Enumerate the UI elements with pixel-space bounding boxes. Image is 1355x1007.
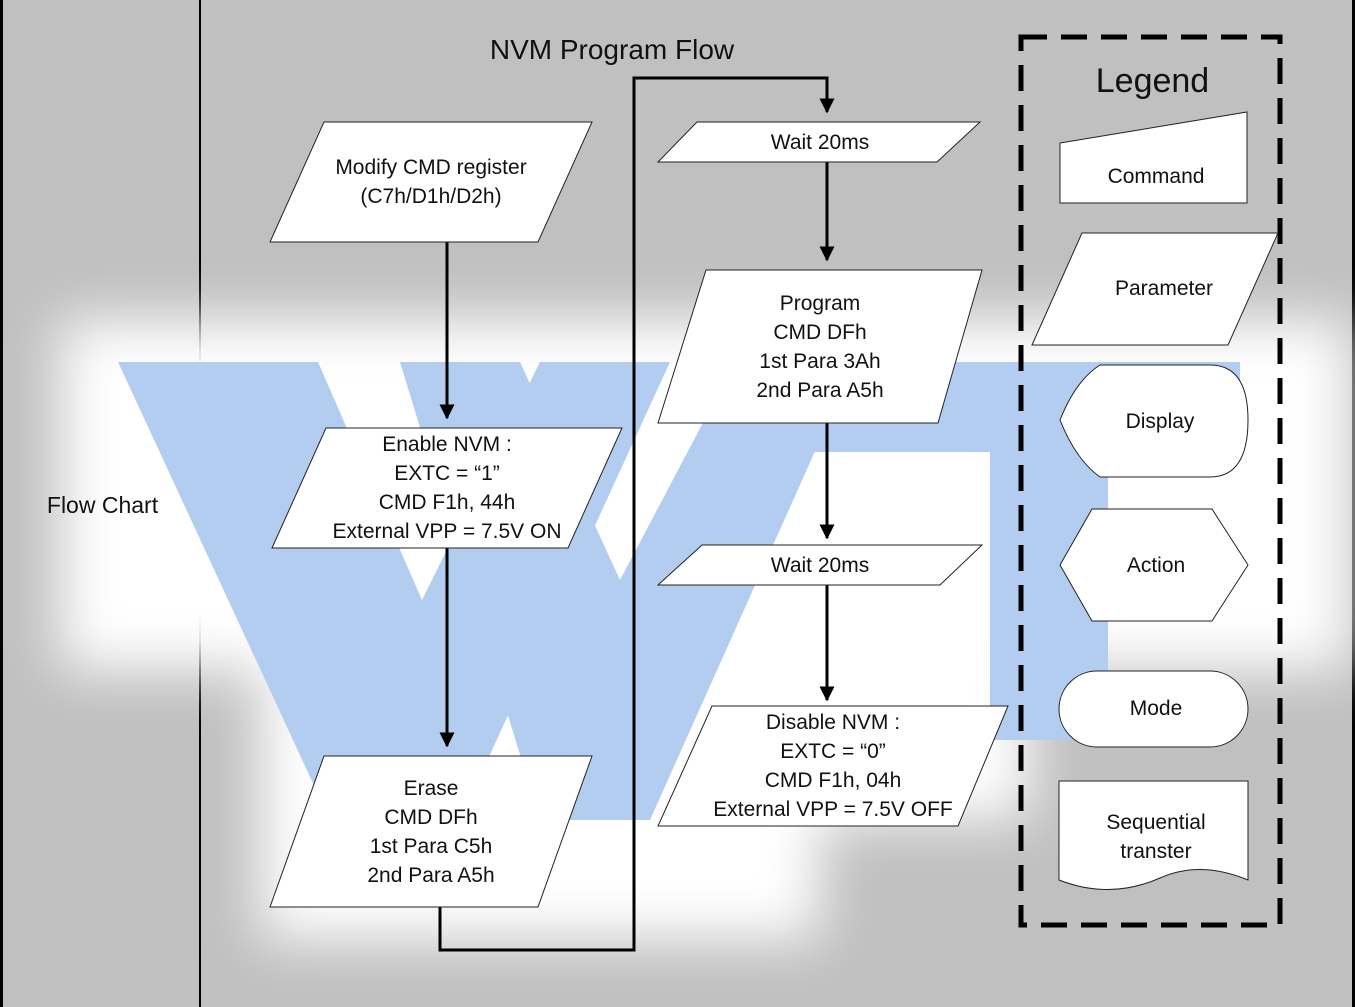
modify-cmd-shape	[269, 121, 593, 243]
legend-title: Legend	[1095, 61, 1210, 100]
legend-parameter-shape	[1031, 232, 1279, 346]
legend-display-label: Display	[1125, 409, 1195, 433]
legend-box	[1018, 34, 1283, 928]
side-label: Flow Chart	[46, 491, 159, 518]
page-title: NVM Program Flow	[489, 33, 735, 65]
disable-nvm-shape	[657, 705, 1009, 827]
legend-mode-label: Mode	[1129, 696, 1183, 720]
legend-action-label: Action	[1126, 553, 1186, 577]
modify-cmd-label: Modify CMD register (C7h/D1h/D2h)	[335, 156, 527, 208]
wait-label-1: Wait 20ms	[770, 130, 870, 154]
legend-parameter-label: Parameter	[1114, 276, 1214, 300]
legend-sequential-label: Sequential transter	[1106, 811, 1206, 863]
legend-mode-shape	[1058, 670, 1249, 748]
erase-shape	[269, 755, 593, 908]
program-shape	[657, 269, 983, 424]
legend-action-shape	[1059, 508, 1249, 622]
legend-sequential-shape	[1058, 780, 1249, 891]
wait-label-2: Wait 20ms	[770, 553, 870, 577]
enable-nvm-label: Enable NVM : EXTC = “1” CMD F1h, 44h Ext…	[332, 433, 562, 543]
legend-command-label: Command	[1107, 164, 1205, 188]
enable-nvm-shape	[271, 427, 623, 549]
disable-nvm-label: Disable NVM : EXTC = “0” CMD F1h, 04h Ex…	[713, 711, 953, 821]
arrow-erase-to-wait	[438, 76, 835, 952]
erase-label: Erase CMD DFh 1st Para C5h 2nd Para A5h	[367, 776, 495, 887]
wait-shape-1	[656, 121, 982, 163]
legend-command-shape	[1059, 111, 1248, 204]
program-label: Program CMD DFh 1st Para 3Ah 2nd Para A5…	[756, 291, 884, 402]
legend-display-shape	[1059, 364, 1249, 478]
wait-shape-2	[656, 544, 984, 586]
